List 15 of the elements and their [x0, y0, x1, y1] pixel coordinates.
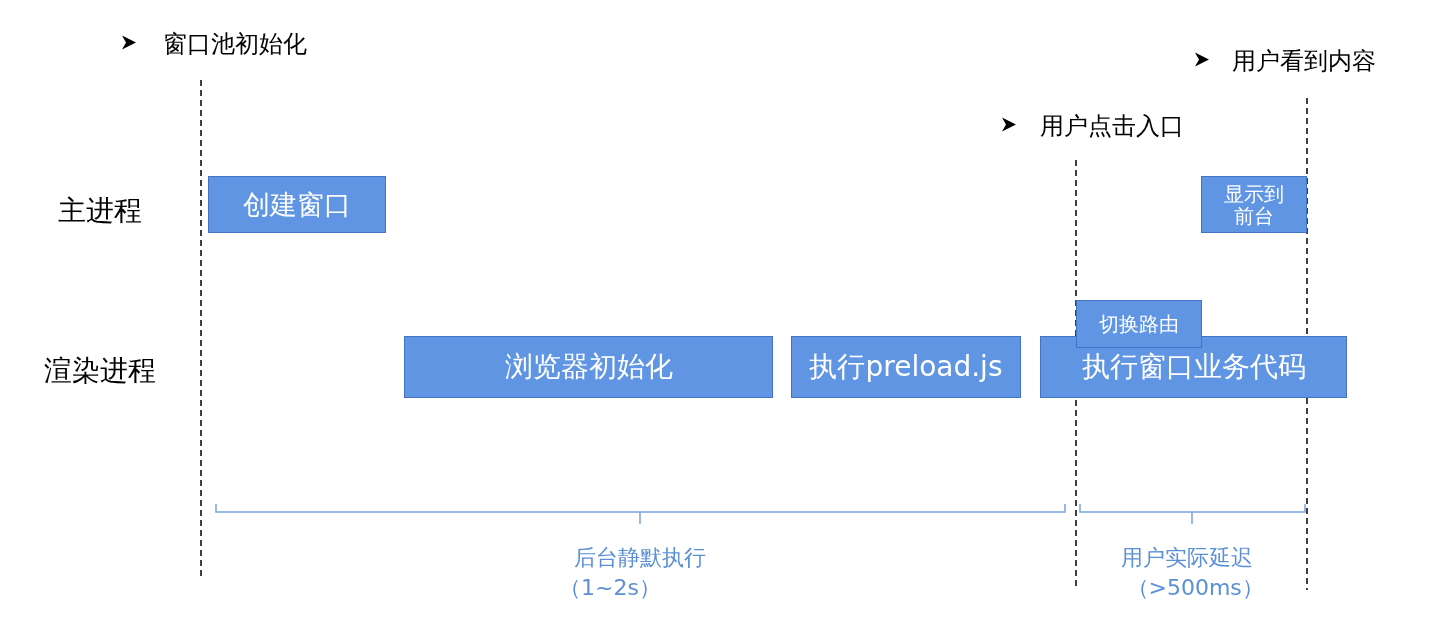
event-label: 窗口池初始化	[163, 29, 307, 60]
bracket-label: （1~2s）	[559, 574, 661, 602]
bracket-label: （>500ms）	[1126, 574, 1264, 602]
bracket-label: 用户实际延迟	[1121, 544, 1253, 572]
task-bar: 创建窗口	[208, 176, 386, 233]
lane-label: 主进程	[58, 193, 142, 229]
task-bar: 显示到前台	[1201, 176, 1307, 233]
bracket-label: 后台静默执行	[574, 544, 706, 572]
task-bar: 浏览器初始化	[404, 336, 773, 398]
event-label: 用户点击入口	[1040, 111, 1184, 142]
task-bar: 执行窗口业务代码	[1040, 336, 1347, 398]
lane-label: 渲染进程	[44, 353, 156, 389]
task-bar: 执行preload.js	[791, 336, 1021, 398]
event-label: 用户看到内容	[1232, 46, 1376, 77]
task-bar: 切换路由	[1076, 300, 1202, 348]
